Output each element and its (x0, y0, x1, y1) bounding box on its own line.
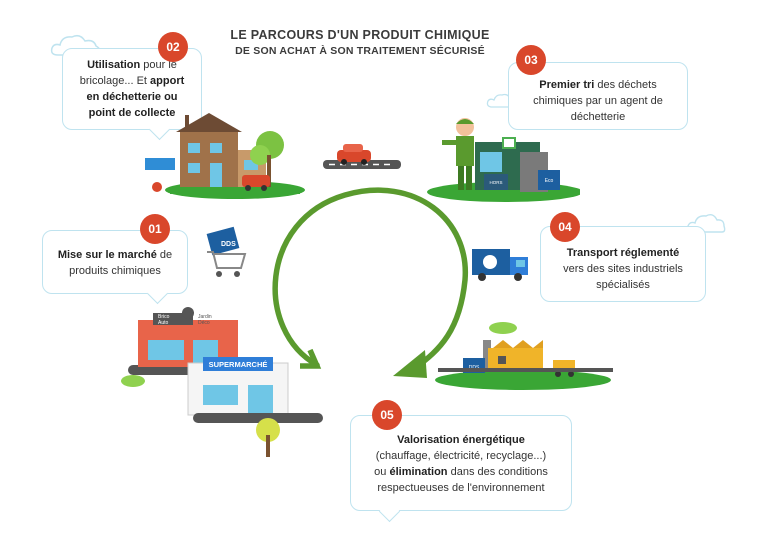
step-05-bold2: élimination (389, 466, 448, 478)
page-title: LE PARCOURS D'UN PRODUIT CHIMIQUE DE SON… (180, 27, 540, 59)
step-03-text2: chimiques par un agent de (533, 95, 663, 107)
step-01-number: 01 (140, 214, 170, 244)
bin-eco-label: Eco (545, 178, 554, 184)
store-sign-left: Brico (158, 314, 170, 320)
cart-box-label: DDS (221, 241, 236, 248)
step-05-bubble: Valorisation énergétique (chauffage, éle… (350, 415, 572, 511)
step-02-bold4: point de collecte (88, 107, 176, 119)
step-02-text1: pour le (140, 59, 177, 71)
step-05-number: 05 (372, 400, 402, 430)
step-03-text1: des déchets (594, 79, 657, 91)
step-02-bold1: Utilisation (87, 59, 141, 71)
svg-text:Déco: Déco (198, 320, 210, 326)
step-02-number: 02 (158, 32, 188, 62)
step-05-text1: (chauffage, électricité, recyclage...) (375, 450, 547, 462)
step-04-number: 04 (550, 212, 580, 242)
step-01-text2: produits chimiques (69, 265, 161, 277)
step-05-text2: ou (374, 466, 390, 478)
shopping-cart-illustration: DDS (206, 226, 247, 277)
step-02-bubble: Utilisation pour le bricolage... Et appo… (62, 48, 202, 130)
store-sign-right: Jardin (198, 314, 212, 320)
step-01-bubble: Mise sur le marché de produits chimiques (42, 230, 188, 294)
step-03-text3: déchetterie (570, 111, 626, 123)
recycling-center-illustration: HORS Eco (427, 118, 580, 202)
step-05-text3: dans des conditions (447, 466, 548, 478)
step-04-text2: spécialisés (596, 279, 650, 291)
step-03-bubble: Premier tri des déchets chimiques par un… (508, 62, 688, 130)
stores-illustration: Brico Auto Jardin Déco SUPERMARCHÉ (121, 307, 323, 457)
step-05-text4: respectueuses de l'environnement (377, 482, 545, 494)
step-05-bold1: Valorisation énergétique (397, 434, 525, 446)
road-car-illustration (323, 144, 401, 169)
step-01-text1: de (156, 249, 173, 261)
bin-hors-label: HORS (489, 180, 502, 185)
title-line-1: LE PARCOURS D'UN PRODUIT CHIMIQUE (230, 28, 490, 42)
factory-illustration: DDS (435, 322, 613, 390)
cycle-arrow (272, 187, 468, 378)
step-02-bold2: apport (150, 75, 185, 87)
step-02-bold3: en déchetterie ou (86, 91, 178, 103)
supermarket-sign: SUPERMARCHÉ (209, 360, 268, 369)
svg-text:Auto: Auto (158, 320, 169, 326)
step-03-bold1: Premier tri (539, 79, 595, 91)
step-03-number: 03 (516, 45, 546, 75)
step-04-text1: vers des sites industriels (563, 263, 683, 275)
truck-illustration (472, 249, 528, 281)
step-04-bold1: Transport réglementé (566, 247, 680, 259)
step-02-text2: bricolage... Et (79, 75, 151, 87)
step-01-bold1: Mise sur le marché (57, 249, 157, 261)
house-illustration (145, 113, 305, 199)
title-line-2: DE SON ACHAT À SON TRAITEMENT SÉCURISÉ (235, 45, 485, 57)
